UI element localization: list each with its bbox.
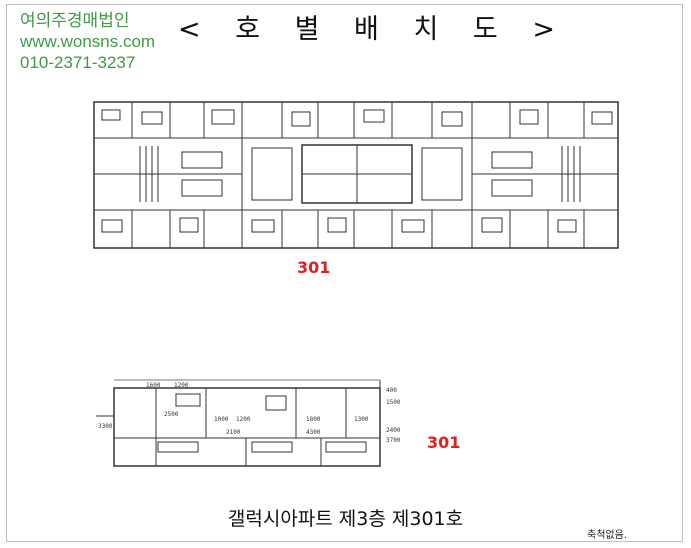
dimension-label: 2500 xyxy=(164,411,179,418)
scale-note: 축척없음. xyxy=(587,530,627,541)
dimension-label: 2100 xyxy=(226,429,241,436)
dimension-label: 2400 xyxy=(386,427,401,434)
unit-plan-svg: 1600 1200 2500 1000 1200 1800 1300 2100 … xyxy=(96,379,401,467)
dimension-label: 1200 xyxy=(174,382,189,389)
dimension-label: 1200 xyxy=(236,416,251,423)
company-info: 여의주경매법인 www.wonsns.com 010-2371-3237 xyxy=(20,10,155,73)
dimension-label: 1000 xyxy=(214,416,229,423)
floor-plan-svg xyxy=(93,101,619,249)
dimension-label: 3700 xyxy=(386,437,401,444)
company-phone: 010-2371-3237 xyxy=(20,53,136,72)
dimension-label: 4300 xyxy=(306,429,321,436)
page-frame xyxy=(6,4,683,542)
unit-plan-drawing: 1600 1200 2500 1000 1200 1800 1300 2100 … xyxy=(96,376,406,472)
company-website: www.wonsns.com xyxy=(20,32,156,51)
dimension-label: 400 xyxy=(386,387,397,394)
document-title: < 호 별 배 치 도 > xyxy=(178,14,568,45)
dimension-label: 3300 xyxy=(98,423,113,430)
dimension-label: 1500 xyxy=(386,399,401,406)
dimension-label: 1300 xyxy=(354,416,369,423)
dimension-label: 1800 xyxy=(306,416,321,423)
unit-plan-unit-label: 301 xyxy=(427,433,461,452)
company-name: 여의주경매법인 xyxy=(20,11,130,30)
floor-plan-unit-label: 301 xyxy=(297,258,331,277)
plan-caption: 갤럭시아파트 제3층 제301호 xyxy=(227,508,464,530)
dimension-label: 1600 xyxy=(146,382,161,389)
floor-plan-drawing xyxy=(92,100,622,252)
